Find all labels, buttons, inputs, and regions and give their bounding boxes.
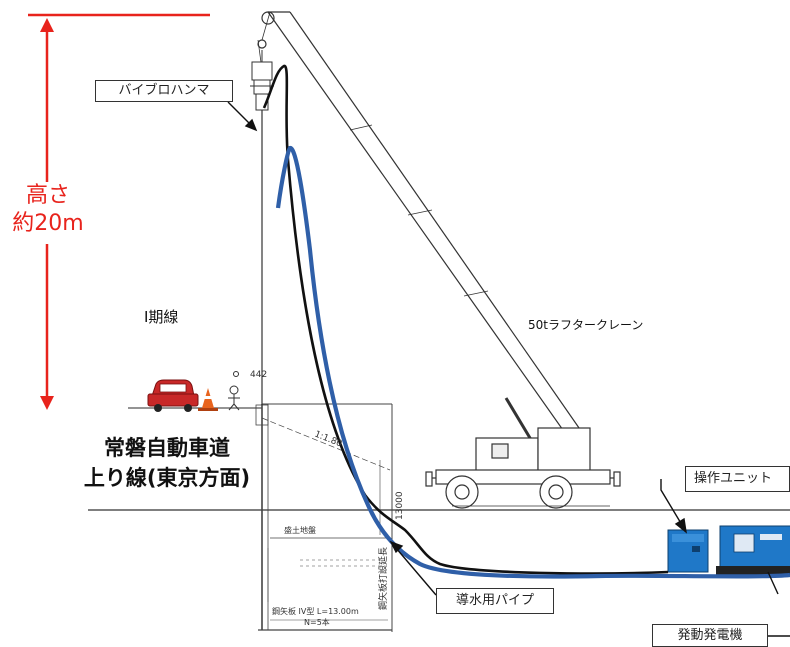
generator-label: 発動発電機 bbox=[652, 624, 768, 647]
car-icon bbox=[147, 379, 199, 412]
black-hose bbox=[262, 64, 669, 575]
slope-label: 1:1.80 bbox=[313, 430, 344, 450]
vertical-note: 鋼矢板打設延長 bbox=[377, 547, 389, 610]
control-unit-icon bbox=[667, 529, 709, 573]
height-arrow-down-head bbox=[40, 396, 54, 410]
height-label-line1: 高さ bbox=[25, 183, 70, 208]
traffic-cone-icon bbox=[198, 388, 218, 411]
sheet-pile-count: N=5本 bbox=[304, 617, 330, 627]
height-arrow-up-head bbox=[40, 18, 54, 32]
control-unit-label: 操作ユニット bbox=[685, 466, 790, 492]
leader-lines bbox=[227, 101, 790, 637]
height-label-line2: 約20m bbox=[12, 211, 84, 236]
dimension-label: 13000 bbox=[395, 491, 405, 520]
crane-label: 50tラフタークレーン bbox=[528, 318, 644, 332]
vibro-hammer-icon bbox=[250, 50, 274, 111]
ground-label: 盛土地盤 bbox=[284, 525, 316, 535]
crane-boom bbox=[257, 11, 587, 441]
blue-hose bbox=[275, 145, 790, 579]
elevation-label: 442 bbox=[250, 370, 267, 380]
height-indicator bbox=[8, 13, 210, 410]
vibro-hammer-label: バイブロハンマ bbox=[95, 80, 233, 102]
highway-label-line1: 常磐自動車道 bbox=[104, 436, 230, 460]
generator-icon bbox=[716, 525, 790, 576]
worker-icon bbox=[228, 371, 240, 411]
water-pipe-label: 導水用パイプ bbox=[436, 588, 554, 614]
highway-label: 常磐自動車道 上り線(東京方面) bbox=[62, 433, 272, 493]
highway-label-line2: 上り線(東京方面) bbox=[83, 466, 251, 490]
sheet-pile-note: 鋼矢板 IV型 L=13.00m bbox=[272, 606, 359, 616]
height-label: 高さ 約20m bbox=[8, 182, 88, 238]
crane-carrier bbox=[425, 397, 621, 509]
phase1-line-label: Ⅰ期線 bbox=[144, 308, 179, 326]
embankment-section bbox=[255, 403, 393, 632]
